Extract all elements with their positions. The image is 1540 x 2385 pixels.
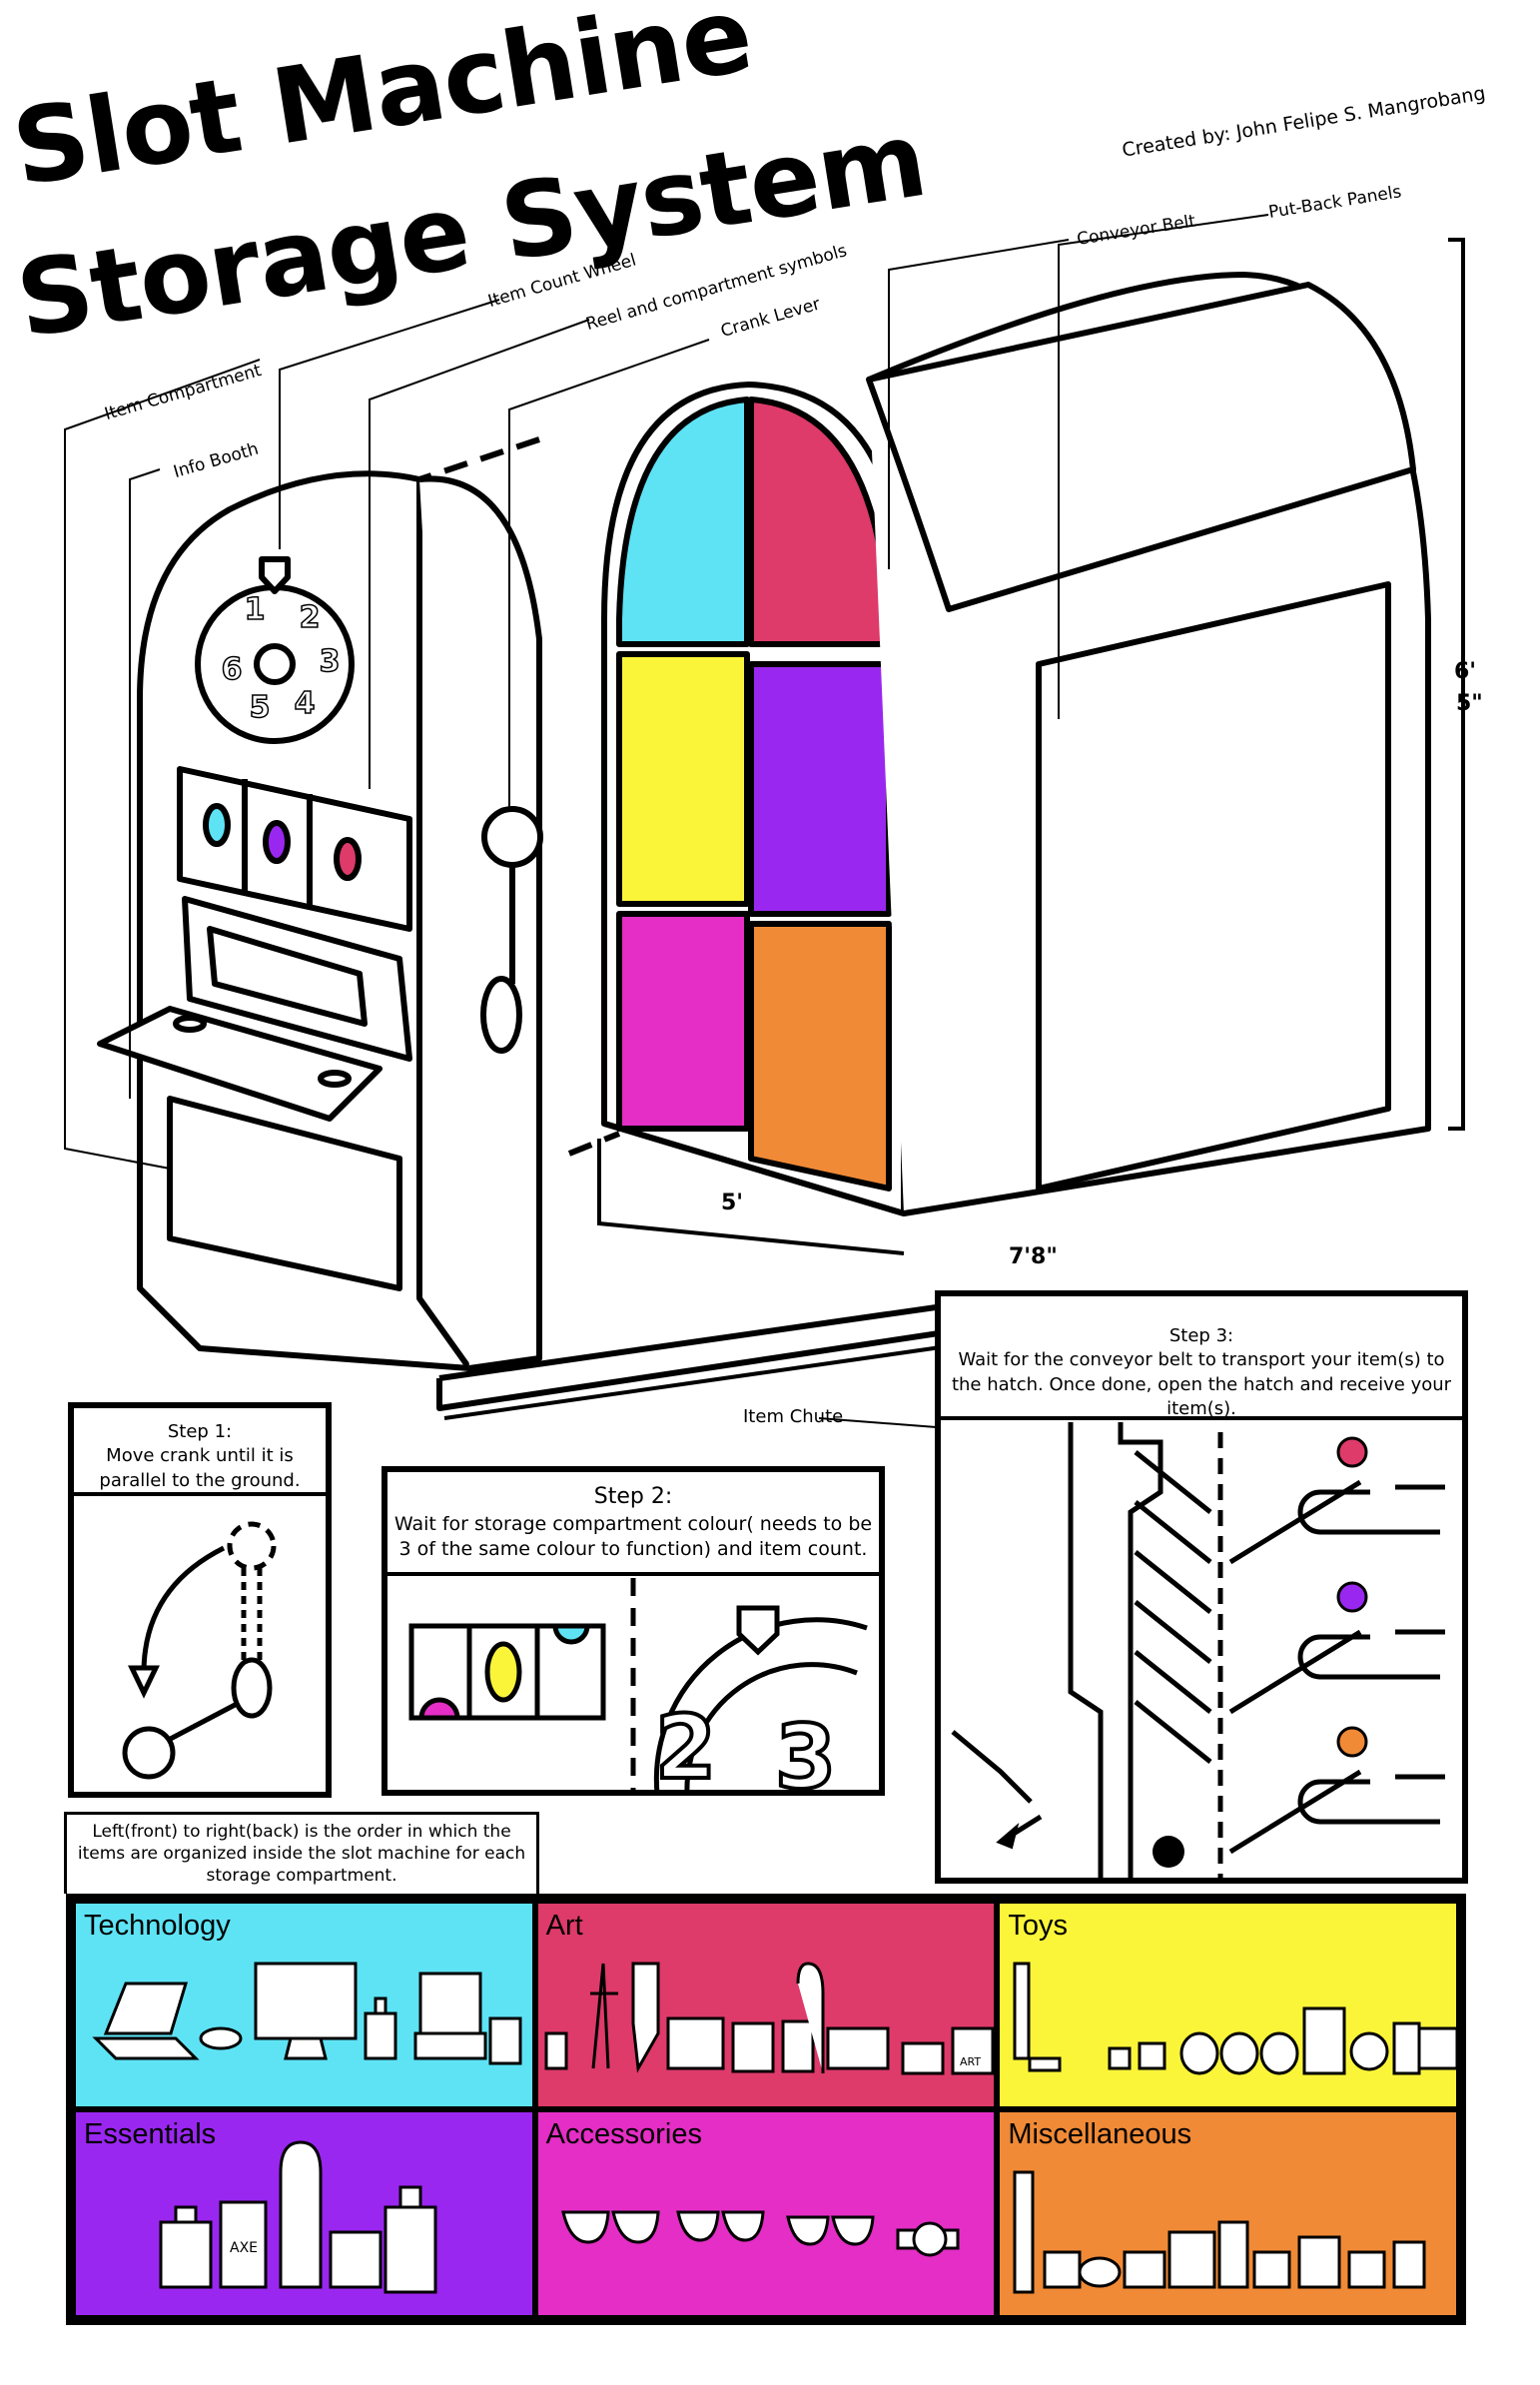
- dimension-height-ft: 6': [1454, 659, 1477, 684]
- step3-chute-diagram: [951, 1422, 1445, 1882]
- step3-title: Step 3:: [1168, 1325, 1234, 1346]
- step2-title: Step 2:: [593, 1484, 673, 1509]
- art-items-illustration: ART: [544, 1962, 995, 2075]
- step3-panel: Step 3: Wait for the conveyor belt to tr…: [935, 1290, 1468, 1884]
- category-label-accessories: Accessories: [545, 2118, 702, 2150]
- essentials-item-label: AXE: [230, 2240, 258, 2256]
- step1-crank-diagram: [122, 1521, 277, 1780]
- step2-diagram: 2 3: [408, 1578, 868, 1794]
- category-technology: Technology: [73, 1901, 535, 2109]
- crank-handle: [480, 976, 522, 1054]
- category-label-art: Art: [545, 1910, 583, 1942]
- art-item-label: ART: [960, 2055, 981, 2068]
- miscellaneous-items-illustration: [1013, 2170, 1426, 2294]
- wheel-number-2: 2: [300, 600, 321, 635]
- step1-panel: Step 1: Move crank until it is parallel …: [68, 1402, 332, 1798]
- step2-text: Step 2: Wait for storage compartment col…: [391, 1482, 875, 1563]
- dimension-width: 5': [721, 1191, 744, 1215]
- step1-title: Step 1:: [167, 1421, 233, 1442]
- step2-panel: Step 2: Wait for storage compartment col…: [382, 1466, 885, 1796]
- wheel-number-1: 1: [245, 592, 266, 627]
- category-toys: Toys: [997, 1901, 1459, 2109]
- category-accessories: Accessories: [534, 2109, 998, 2318]
- category-art: Art ART: [534, 1901, 998, 2109]
- wheel-number-4: 4: [295, 686, 316, 721]
- step3-orange-marker: [1336, 1726, 1368, 1758]
- category-label-toys: Toys: [1008, 1910, 1068, 1942]
- step2-body: Wait for storage compartment colour( nee…: [393, 1512, 873, 1561]
- callout-item-chute: Item Chute: [743, 1406, 844, 1427]
- toys-items-illustration: [1013, 1962, 1456, 2075]
- category-grid: Technology Art: [66, 1894, 1466, 2325]
- step3-crimson-marker: [1336, 1436, 1368, 1468]
- step1-body: Move crank until it is parallel to the g…: [99, 1445, 301, 1491]
- essentials-items-illustration: AXE: [159, 2140, 437, 2294]
- dimension-length: 7'8": [1009, 1244, 1058, 1269]
- category-label-miscellaneous: Miscellaneous: [1008, 2118, 1192, 2150]
- step2-divider: [387, 1572, 879, 1576]
- accessories-items-illustration: [560, 2210, 960, 2257]
- step2-wheel-digit-3: 3: [775, 1706, 836, 1794]
- category-miscellaneous: Miscellaneous: [997, 2109, 1459, 2318]
- step3-body: Wait for the conveyor belt to transport …: [951, 1349, 1452, 1419]
- category-label-technology: Technology: [84, 1910, 231, 1942]
- info-tray: [97, 1006, 383, 1122]
- wheel-pointer: [259, 556, 291, 594]
- wheel-number-5: 5: [250, 690, 271, 725]
- reel-window: [177, 766, 412, 932]
- step3-text: Step 3: Wait for the conveyor belt to tr…: [947, 1324, 1456, 1421]
- technology-items-illustration: [92, 1962, 522, 2065]
- order-note: Left(front) to right(back) is the order …: [64, 1812, 539, 1894]
- put-back-panel-top: [866, 282, 1416, 612]
- crank-knob: [481, 806, 543, 868]
- step3-purple-marker: [1336, 1581, 1368, 1613]
- step3-divider: [941, 1416, 1462, 1420]
- wheel-number-6: 6: [222, 652, 243, 687]
- wheel-number-3: 3: [320, 644, 341, 679]
- put-back-panel-door: [1036, 581, 1391, 1192]
- step2-wheel-digit-2: 2: [655, 1696, 716, 1794]
- category-essentials: Essentials AXE: [73, 2109, 535, 2318]
- step1-text: Step 1: Move crank until it is parallel …: [74, 1420, 326, 1493]
- dimension-height-in: 5": [1456, 691, 1483, 716]
- step3-item-ball: [1153, 1836, 1184, 1868]
- category-label-essentials: Essentials: [84, 2118, 217, 2150]
- step1-divider: [74, 1492, 326, 1496]
